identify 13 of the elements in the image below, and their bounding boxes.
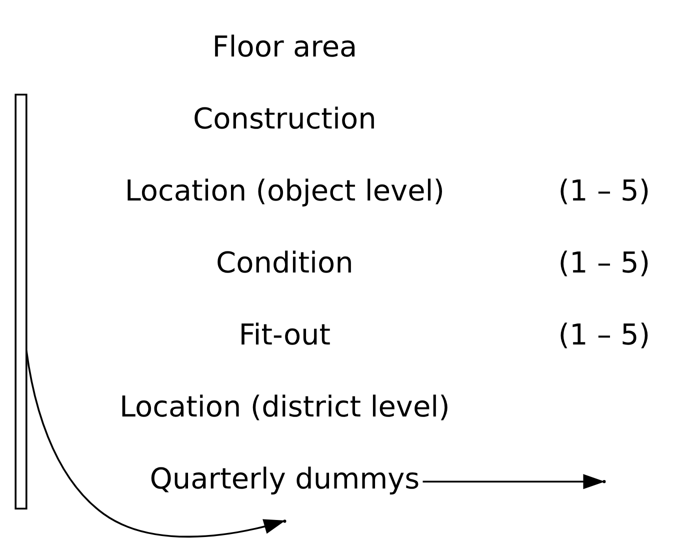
arrow (26, 350, 286, 538)
arrow (422, 474, 605, 490)
label: Condition (216, 245, 354, 280)
label: (1 – 5) (558, 245, 650, 280)
label: Floor area (212, 29, 358, 64)
label: (1 – 5) (558, 317, 650, 352)
label: Location (object level) (124, 173, 445, 208)
label: Location (district level) (119, 389, 450, 424)
label: Fit-out (238, 317, 331, 352)
node-bracket (14, 94, 28, 510)
label: Construction (193, 101, 376, 136)
label: (1 – 5) (558, 173, 650, 208)
node-text: Quarterly dummys (150, 461, 420, 496)
